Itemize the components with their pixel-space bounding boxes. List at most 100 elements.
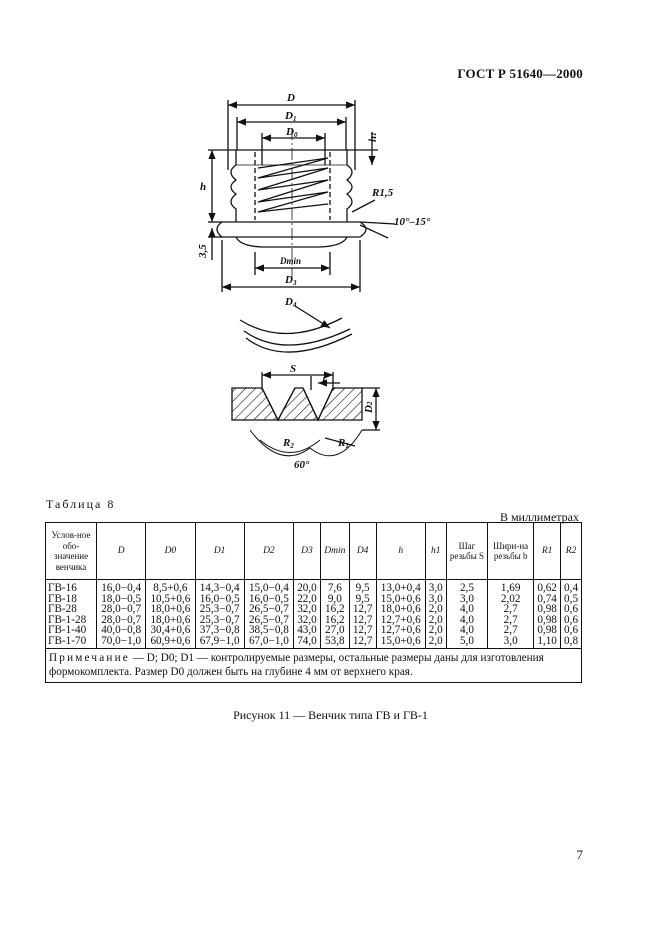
svg-text:h1: h1 [367,132,379,142]
table-cell: 8,5+0,6 [145,579,196,594]
table-cell: 25,3−0,7 [194,604,245,615]
table-cell: 3,0 [424,579,447,594]
table-cell: 28,0−0,7 [95,604,147,615]
table-cell: 2,0 [424,625,447,636]
header-cell: R2 [560,522,582,580]
header-cell: Dmin [319,522,350,580]
table-cell: 22,0 [293,593,321,604]
table-cell: 32,0 [293,604,321,615]
table-cell: 0,6 [560,625,582,636]
table-cell: 53,8 [319,635,350,649]
table-cell: 3,0 [487,635,535,649]
table-cell: 2,0 [424,614,447,625]
header-cell: D2 [243,522,295,580]
table-cell: 74,0 [293,635,321,649]
header-cell: D0 [145,522,196,580]
table-cell: 12,7 [348,625,377,636]
table-cell: 15,0+0,6 [375,635,426,649]
svg-text:60°: 60° [294,459,310,471]
technical-drawing: D D1 D0 h1 h R1,5 10°–15° 3,5 Dmin D3 D4… [197,92,431,471]
table-cell: 30,4+0,6 [145,625,196,636]
svg-text:D0: D0 [285,126,298,139]
note-row: Примечание — D; D0; D1 — контролируемые … [45,648,582,683]
header-cell: D [95,522,147,580]
table-cell: 0,4 [560,579,582,594]
table-cell: 40,0−0,8 [95,625,147,636]
table-cell: 14,3−0,4 [194,579,245,594]
table-cell: 2,5 [445,579,489,594]
table-cell: 2,7 [487,604,535,615]
table-cell: 0,6 [560,614,582,625]
table-cell: ГВ-28 [45,604,97,615]
table-cell: 0,98 [533,604,562,615]
units-label: В миллиметрах [499,510,579,524]
table-cell: ГВ-1-70 [45,635,97,649]
svg-text:h: h [200,181,206,193]
table-header-row: Услов-ное обо-значение венчика D D0 D1 D… [45,522,582,580]
table-cell: 7,6 [319,579,350,594]
table-cell: 0,98 [533,625,562,636]
table-cell: 0,62 [533,579,562,594]
table-cell: 43,0 [293,625,321,636]
table-cell: 2,0 [424,604,447,615]
table-cell: 16,2 [319,604,350,615]
svg-text:Dmin: Dmin [279,256,301,266]
table-cell: 26,5−0,7 [243,604,295,615]
table-cell: 12,7 [348,604,377,615]
table-cell: 13,0+0,4 [375,579,426,594]
table-cell: 26,5−0,7 [243,614,295,625]
table-cell: 18,0+0,6 [145,604,196,615]
table-cell: 2,7 [487,625,535,636]
header-cell: D3 [293,522,321,580]
figure-caption: Рисунок 11 — Венчик типа ГВ и ГВ-1 [233,708,428,722]
table-cell: 16,0−0,4 [95,579,147,594]
header-cell: D4 [348,522,377,580]
header-cell: R1 [533,522,562,580]
table-cell: 0,5 [560,593,582,604]
table-cell: 1,10 [533,635,562,649]
svg-text:R1,5: R1,5 [371,187,394,199]
svg-text:S: S [290,363,296,375]
table-cell: 0,6 [560,604,582,615]
table-cell: 27,0 [319,625,350,636]
table-cell: ГВ-16 [45,579,97,594]
table-cell: 2,0 [424,635,447,649]
header-cell: h [375,522,426,580]
table-cell: 0,8 [560,635,582,649]
header-cell: Услов-ное обо-значение венчика [45,522,97,580]
table-cell: 12,7 [348,635,377,649]
table-cell: 18,0+0,6 [375,604,426,615]
table-cell: 20,0 [293,579,321,594]
table-cell: 15,0−0,4 [243,579,295,594]
standard-code: ГОСТ Р 51640—2000 [457,66,583,81]
note-cell: Примечание — D; D0; D1 — контролируемые … [45,648,582,683]
svg-text:R1: R1 [337,437,349,450]
svg-text:3,5: 3,5 [197,244,209,259]
table-cell: 67,9−1,0 [194,635,245,649]
table-cell: 4,0 [445,625,489,636]
svg-text:R2: R2 [282,437,294,450]
table-cell: ГВ-1-40 [45,625,97,636]
table-cell: 12,7+0,6 [375,614,426,625]
svg-text:D2: D2 [363,401,375,414]
page-number: 7 [576,847,584,862]
table-cell: 15,0+0,6 [375,593,426,604]
table-cell: 5,0 [445,635,489,649]
table-cell: 16,0−0,5 [243,593,295,604]
header-cell: Шири-на резьбы b [487,522,535,580]
table-cell: 37,3−0,8 [194,625,245,636]
svg-text:D1: D1 [284,110,296,123]
table-cell: 60,9+0,6 [145,635,196,649]
table-cell: 70,0−1,0 [95,635,147,649]
table-cell: 38,5−0,8 [243,625,295,636]
note-label: Примечание [49,652,130,664]
svg-text:D4: D4 [284,296,297,309]
svg-text:D: D [286,92,295,104]
table-cell: 67,0−1,0 [243,635,295,649]
